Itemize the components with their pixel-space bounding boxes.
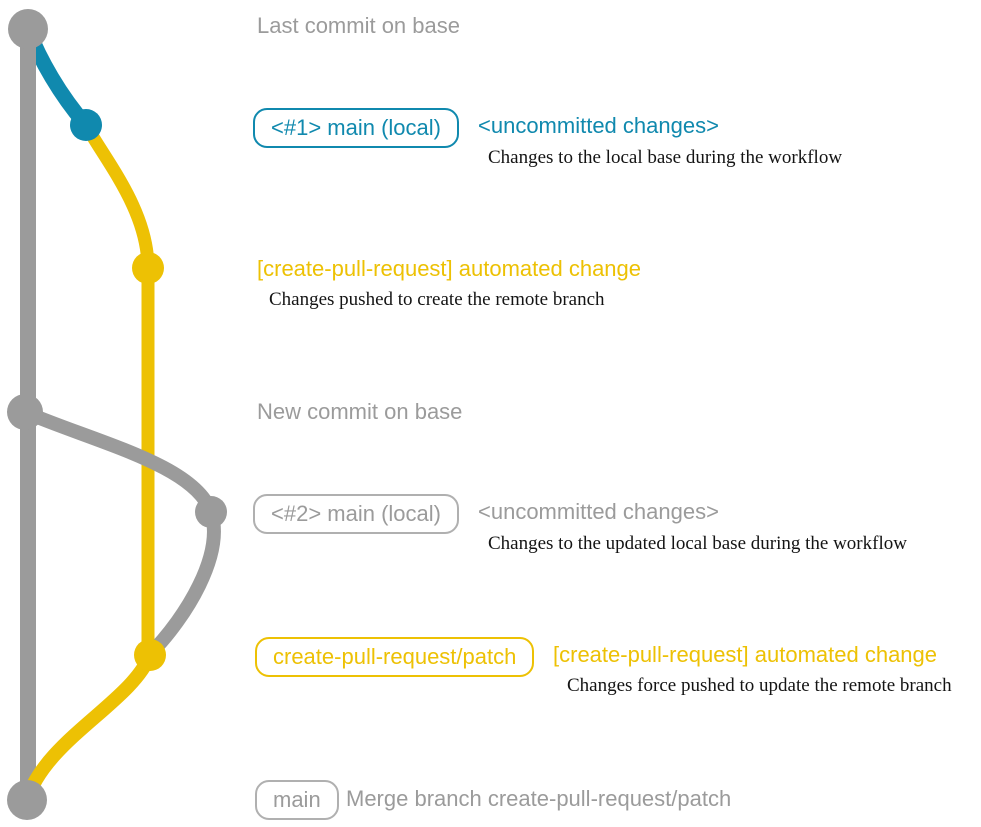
uncommitted-changes-label-2: <uncommitted changes> [478, 499, 719, 524]
commit-dot-local-2 [195, 496, 227, 528]
remote-branch-line-upper [79, 118, 155, 662]
push1-description: Changes pushed to create the remote bran… [269, 289, 605, 310]
annotation-new-commit-on-base: New commit on base [257, 399, 463, 424]
branch-badge-main-local-1: <#1> main (local) [253, 108, 459, 148]
branch-badge-create-pull-request-patch-label: create-pull-request/patch [273, 644, 517, 669]
branch-badge-main: main [255, 780, 339, 820]
push2-description: Changes force pushed to update the remot… [567, 675, 952, 696]
commit-dot-base-new [7, 394, 43, 430]
merge-description: Merge branch create-pull-request/patch [346, 786, 732, 811]
commit-dot-remote-1 [132, 252, 164, 284]
local1-description: Changes to the local base during the wor… [488, 147, 843, 168]
branch-badge-main-local-1-label: <#1> main (local) [271, 115, 441, 140]
commit-graph [7, 9, 227, 820]
commit-dot-remote-2 [134, 639, 166, 671]
commit-dot-base-tip [8, 9, 48, 49]
automated-change-title-1: [create-pull-request] automated change [257, 256, 642, 281]
branch-badge-create-pull-request-patch: create-pull-request/patch [255, 637, 535, 677]
automated-change-title-2: [create-pull-request] automated change [553, 642, 938, 667]
branch-badge-main-local-2-label: <#2> main (local) [271, 501, 441, 526]
uncommitted-changes-label-1: <uncommitted changes> [478, 113, 719, 138]
local-branch-line-2 [18, 405, 221, 659]
branch-badge-main-local-2: <#2> main (local) [253, 494, 459, 534]
annotation-last-commit-on-base: Last commit on base [257, 13, 460, 38]
local2-description: Changes to the updated local base during… [488, 533, 907, 554]
commit-dot-merge [7, 780, 47, 820]
commit-dot-local-1 [70, 109, 102, 141]
merge-line [20, 648, 157, 807]
branch-badge-main-label: main [273, 787, 321, 812]
